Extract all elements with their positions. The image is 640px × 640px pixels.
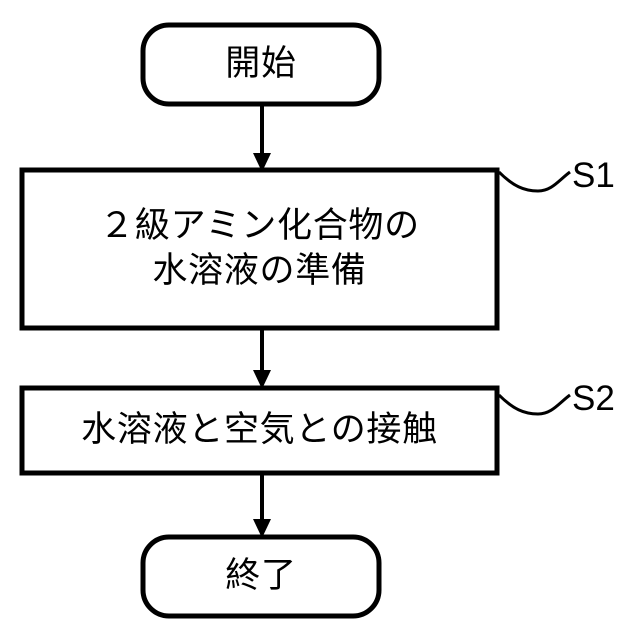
step1-step-label: S1: [572, 156, 615, 195]
step1-leader-line: [497, 170, 571, 193]
step1-node-label-line1: ２級アミン化合物の: [99, 206, 420, 247]
end-node-shape[interactable]: [140, 534, 382, 619]
connector-start-to-step1: [253, 104, 271, 172]
connector-step1-to-step2: [253, 328, 271, 389]
step1-node-label-line2: 水溶液の準備: [152, 251, 367, 291]
start-node-label: 開始: [143, 25, 379, 104]
end-node-label: 終了: [143, 537, 379, 616]
step2-leader-line: [497, 393, 571, 416]
step2-step-label: S2: [572, 379, 615, 418]
step2-node-label-line1: 水溶液と空気との接触: [81, 410, 438, 451]
step2-node-shape[interactable]: [19, 385, 500, 476]
start-node-label-text: 開始: [225, 44, 297, 85]
step2-node-label: 水溶液と空気との接触: [22, 388, 497, 473]
step1-node-shape[interactable]: [19, 167, 500, 331]
step1-node-label: ２級アミン化合物の 水溶液の準備: [22, 170, 497, 328]
end-node-label-text: 終了: [225, 556, 297, 597]
connector-step2-to-end: [253, 473, 271, 538]
